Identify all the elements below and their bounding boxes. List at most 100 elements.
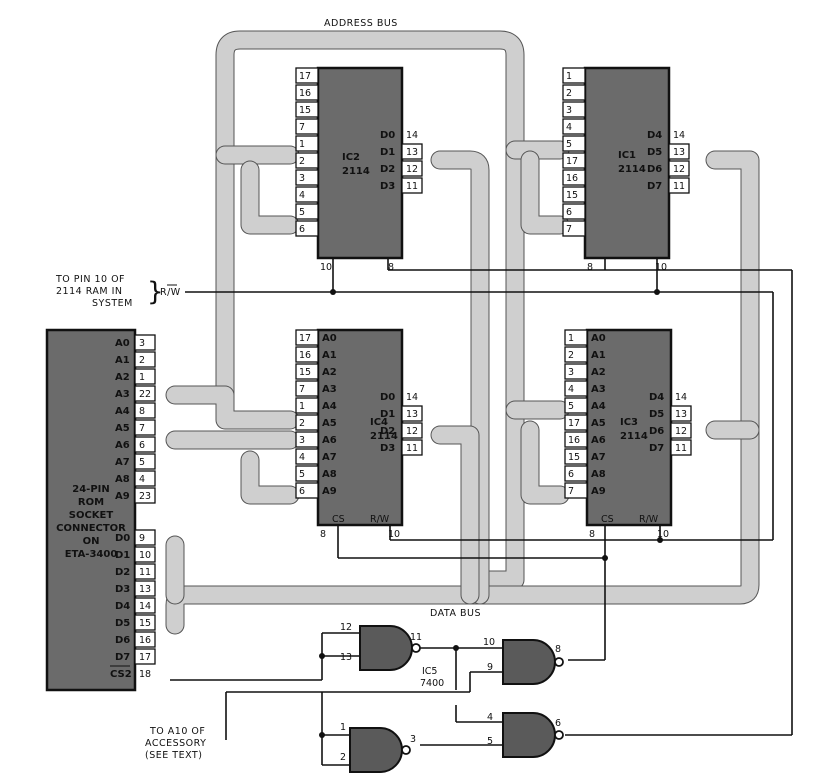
ic3-bottom-pin: 10 (657, 529, 669, 540)
inverter-bubble (554, 730, 564, 740)
brace-icon: } (147, 277, 164, 307)
pin-box (134, 368, 156, 385)
pin-box (401, 405, 423, 422)
connector-addr-pin: 8 (139, 406, 145, 417)
accessory-line-3: (SEE TEXT) (145, 750, 202, 761)
pin-box (134, 351, 156, 368)
connector-addr-signal: A4 (115, 406, 130, 417)
connector-data-pin: 17 (139, 652, 151, 663)
ic1-addr-pin: 1 (566, 71, 572, 82)
pin-box (134, 436, 156, 453)
connector-addr-signal: A8 (115, 474, 130, 485)
pin-box (134, 597, 156, 614)
accessory-note: TO A10 OF ACCESSORY (SEE TEXT) (145, 726, 206, 761)
connector-data-signal: D1 (115, 550, 130, 561)
g2-pin-b: 9 (487, 662, 493, 673)
pin-box (134, 614, 156, 631)
connector-cs-pin: 18 (139, 669, 151, 680)
ic2-addr-pin: 1 (299, 139, 305, 150)
connector-addr-pin: 7 (139, 423, 145, 434)
ic4-data-pin: 12 (406, 426, 418, 437)
ic2-bottom-pin: 10 (320, 262, 332, 273)
connector-data-pin: 15 (139, 618, 151, 629)
ic3-part: 2114 (620, 431, 648, 442)
ic4-addr-signal: A1 (322, 350, 337, 361)
g2-pin-a: 10 (483, 637, 495, 648)
connector-addr-signal: A2 (115, 372, 130, 383)
ic3-addr-pin: 1 (568, 333, 574, 344)
ic3-addr-pin: 2 (568, 350, 574, 361)
ic1-name: IC1 (618, 150, 636, 161)
ic3-data-signal: D5 (649, 409, 664, 420)
ic4-addr-pin: 5 (299, 469, 305, 480)
ic3-data-signal: D4 (649, 392, 664, 403)
rw-note-line-3: SYSTEM (92, 298, 133, 309)
connector-addr-signal: A6 (115, 440, 130, 451)
connector-title-line: 24-PIN (72, 484, 110, 495)
pin-box (401, 439, 423, 456)
pin-box (668, 160, 690, 177)
rw-signal-label: R/W (160, 287, 181, 298)
ic4-addr-pin: 4 (299, 452, 305, 463)
ic3-addr-signal: A1 (591, 350, 606, 361)
ic1-bottom-pin: 10 (655, 262, 667, 273)
pin-box (401, 160, 423, 177)
ic4-addr-pin: 15 (299, 367, 311, 378)
connector-title-line: ETA-3400 (65, 549, 118, 560)
pin-box (134, 648, 156, 665)
pin-box (295, 431, 319, 448)
pin-box (562, 101, 586, 118)
ic3-data-pin: 14 (675, 392, 687, 403)
rw-note: TO PIN 10 OF 2114 RAM IN SYSTEM } R/W (55, 274, 181, 309)
pin-box (134, 546, 156, 563)
ic4-addr-signal: A0 (322, 333, 337, 344)
ic1-data-pin: 13 (673, 147, 685, 158)
ic2-data-pin: 11 (406, 181, 418, 192)
ic3-data-pin: 11 (675, 443, 687, 454)
ic1-addr-pin: 16 (566, 173, 578, 184)
ic2-data-signal: D3 (380, 181, 395, 192)
ic3-addr-pin: 4 (568, 384, 574, 395)
ic4-bottom-pin: 10 (388, 529, 400, 540)
pin-box (668, 143, 690, 160)
connector-body (45, 328, 137, 692)
g2-pin-out: 8 (555, 644, 561, 655)
connector-addr-signal: A0 (115, 338, 130, 349)
g1-pin-b: 13 (340, 652, 352, 663)
ic2-addr-pin: 16 (299, 88, 311, 99)
pin-box (134, 487, 156, 504)
ic2-addr-pin: 15 (299, 105, 311, 116)
ic4-addr-signal: A9 (322, 486, 337, 497)
connector-addr-pin: 5 (139, 457, 145, 468)
nand-gate-3 (349, 727, 403, 773)
pin-box (295, 169, 319, 186)
pin-box (562, 152, 586, 169)
pin-box (134, 529, 156, 546)
pin-box (295, 152, 319, 169)
g1-pin-out: 11 (410, 632, 422, 643)
ic4-addr-pin: 6 (299, 486, 305, 497)
ic1-addr-pin: 3 (566, 105, 572, 116)
pin-box (134, 334, 156, 351)
ic4-name: IC4 (370, 417, 388, 428)
pin-box (295, 118, 319, 135)
ic3-addr-signal: A3 (591, 384, 606, 395)
connector-addr-signal: A5 (115, 423, 130, 434)
ic2-data-signal: D2 (380, 164, 395, 175)
pin-box (401, 422, 423, 439)
ic3-addr-signal: A2 (591, 367, 606, 378)
ic4-addr-signal: A6 (322, 435, 337, 446)
ic3-addr-signal: A8 (591, 469, 606, 480)
ic3-addr-pin: 15 (568, 452, 580, 463)
pin-box (562, 67, 586, 84)
ic4-addr-pin: 16 (299, 350, 311, 361)
ic4-data-signal: D1 (380, 409, 395, 420)
pin-box (134, 402, 156, 419)
ic3-data-pin: 13 (675, 409, 687, 420)
ic3-bottom-pin: 8 (589, 529, 595, 540)
connector-addr-pin: 23 (139, 491, 151, 502)
connector-data-signal: D3 (115, 584, 130, 595)
ic2-data-pin: 13 (406, 147, 418, 158)
ic2-addr-pin: 4 (299, 190, 305, 201)
